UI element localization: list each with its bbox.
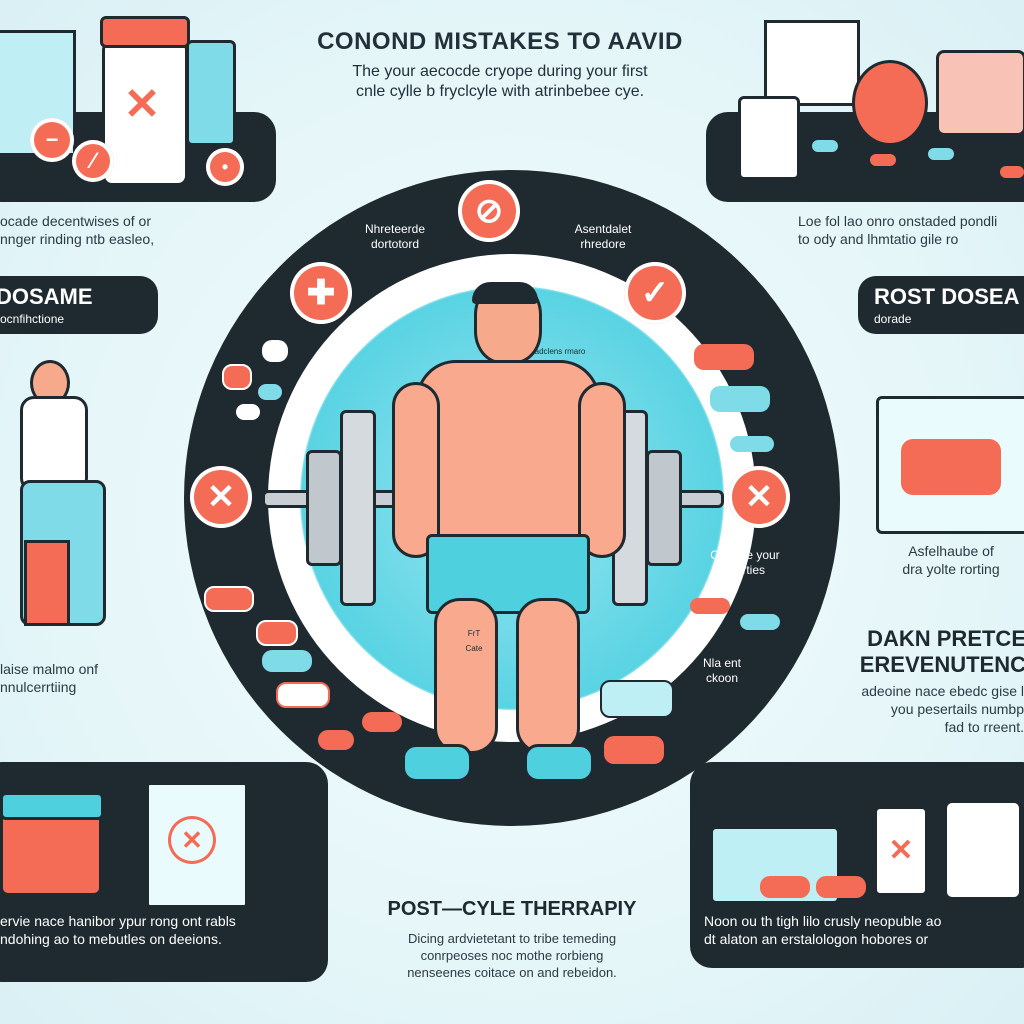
ring-label-chest: adclens rmaro — [534, 347, 586, 356]
barbell-plate-left — [340, 410, 376, 606]
stool — [24, 540, 70, 626]
tablet — [760, 876, 810, 898]
ring-label-right: Ondone your prerties — [710, 548, 780, 577]
tablet — [816, 876, 866, 898]
man-illustration — [0, 360, 130, 650]
left-top-text: ocade decentwises of or nnger rinding nt… — [0, 213, 155, 247]
pill — [1000, 166, 1024, 178]
flask-illustration — [852, 60, 928, 146]
vial-illustration — [186, 40, 236, 146]
left-bottom-text: laise malmo onf nnulcerrtiing — [0, 661, 99, 695]
pill — [870, 154, 896, 166]
bodybuilder-arm-right — [578, 382, 626, 558]
x-icon: ✕ — [190, 466, 252, 528]
right-heading: DAKN PRETCE EREVENUTENC — [859, 626, 1024, 677]
pill-bottle-x: ✕ — [874, 806, 928, 896]
ring-label-top-left: Nhreteerde dortotord — [364, 222, 426, 251]
bottom-text: Dicing ardvietetant to tribe temeding co… — [407, 931, 617, 980]
jar-cross-icon: ✕ — [123, 80, 161, 129]
tablet — [730, 436, 774, 452]
capsule — [204, 586, 254, 612]
bodybuilder-leg-right — [516, 598, 580, 754]
tablet — [690, 598, 730, 614]
barbell-plate-left-2 — [306, 450, 342, 566]
shoe-right — [524, 744, 594, 782]
pill-icon: • — [206, 148, 244, 186]
tablet — [694, 344, 754, 370]
circle-cross-icon: ✚ — [290, 262, 352, 324]
document-illustration — [146, 782, 248, 908]
tablet — [600, 680, 674, 718]
right-heading-text: adeoine nace ebedc gise l you pesertails… — [861, 683, 1024, 735]
ring-label-top-right: Asentdalet rhredore — [574, 222, 632, 251]
bodybuilder-hair — [472, 282, 538, 304]
capsule — [362, 712, 402, 732]
tub-lid — [0, 792, 104, 820]
large-bottle-illustration — [944, 800, 1022, 900]
document-cross-icon: ✕ — [168, 816, 216, 864]
shoe-left — [402, 744, 472, 782]
bodybuilder-arm-left — [392, 382, 440, 558]
tablet — [604, 736, 664, 764]
page-subtitle: The your aecocde cryope during your firs… — [352, 63, 648, 100]
bottom-heading: POST—CYLE THERRAPIY — [387, 898, 637, 920]
capsule — [222, 364, 252, 390]
capsule — [318, 730, 354, 750]
ring-label-right-lower: Nla ent ckoon — [702, 656, 742, 685]
tablet — [740, 614, 780, 630]
bodybuilder-torso — [416, 360, 600, 554]
capsule — [256, 620, 298, 646]
right-mid-text: Asfelhaube of dra yolte rorting — [902, 543, 1000, 577]
capsule — [258, 384, 282, 400]
ring-label-waist: FrT Cate — [465, 629, 483, 653]
tablet — [710, 386, 770, 412]
chart-pills — [901, 439, 1001, 495]
bottom-left-panel-text: ervie nace hanibor ypur rong ont rabls n… — [0, 913, 236, 947]
check-icon: ✓ — [624, 262, 686, 324]
capsule — [236, 404, 260, 420]
beaker-illustration — [936, 50, 1024, 136]
no-symbol-icon: ⊘ — [458, 180, 520, 242]
man-shirt — [20, 396, 88, 492]
right-dosage-label: ROST DOSEA dorade — [858, 276, 1024, 334]
page-title: CONOND MISTAKES TO AAVID — [317, 28, 683, 55]
right-top-text: Loe fol lao onro onstaded pondli to ody … — [798, 213, 998, 247]
capsule — [276, 682, 330, 708]
pill — [812, 140, 838, 152]
no-entry-icon: − — [30, 118, 74, 162]
pill — [928, 148, 954, 160]
x-icon: ✕ — [728, 466, 790, 528]
bodybuilder — [392, 282, 626, 802]
capsule — [262, 340, 288, 362]
bottom-right-panel-text: Noon ou th tigh lilo crusly neopuble ao … — [704, 913, 942, 947]
pill-bottle-illustration — [738, 96, 800, 180]
slash-icon: ⁄ — [72, 140, 114, 182]
bodybuilder-leg-left — [434, 598, 498, 754]
monitor-illustration — [764, 20, 860, 106]
chart-card-illustration — [876, 396, 1024, 534]
jar-cap — [100, 16, 190, 48]
capsule — [262, 650, 312, 672]
left-dosage-label: DOSAME rocnfihctione — [0, 276, 158, 334]
barbell-plate-right-2 — [646, 450, 682, 566]
